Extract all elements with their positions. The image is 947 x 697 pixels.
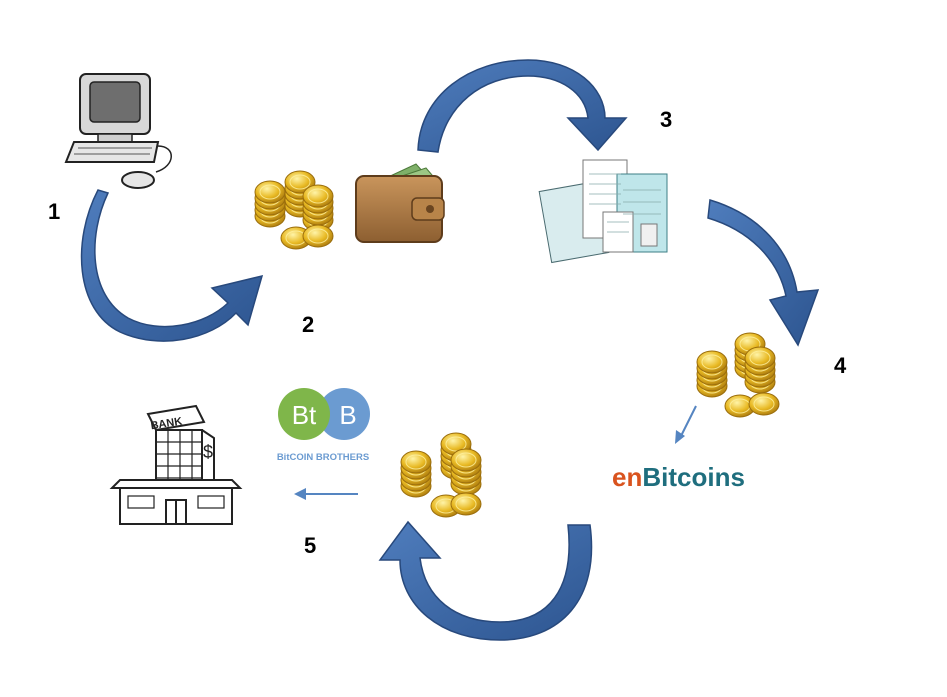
curved-arrow-1-to-2 [80,189,264,342]
step-number-1: 1 [48,199,60,224]
bank-icon: BANK $ [109,404,243,525]
btb-logo-left: Bt [292,400,317,430]
step-number-5: 5 [304,533,316,558]
coins-icon-step-4 [697,333,780,418]
btb-logo-caption: BitCOIN BROTHERS [277,452,369,463]
btb-logo: Bt B BitCOIN BROTHERS [277,388,370,463]
enbitcoins-logo-rest: Bitcoins [642,462,745,492]
coins-icon [255,171,334,250]
btb-logo-right: B [339,400,356,430]
step-number-2: 2 [302,312,314,337]
thin-arrow-coins-to-enbitcoins [675,405,697,444]
bank-sign-text: BANK [150,415,183,432]
enbitcoins-logo-en: en [612,462,642,492]
curved-arrow-3-to-4 [707,199,820,347]
enbitcoins-logo: enBitcoins [612,462,745,492]
step-number-3: 3 [660,107,672,132]
bank-dollar-sign: $ [203,442,213,462]
thin-arrow-btb-to-bank [294,488,358,500]
curved-arrow-2-to-3 [417,59,628,153]
curved-arrow-4-to-5 [378,520,593,641]
documents-icon [538,159,668,264]
coins-icon-step-5 [401,433,482,518]
step-number-4: 4 [834,353,847,378]
wallet-icon [355,163,445,243]
computer-icon [64,73,172,189]
